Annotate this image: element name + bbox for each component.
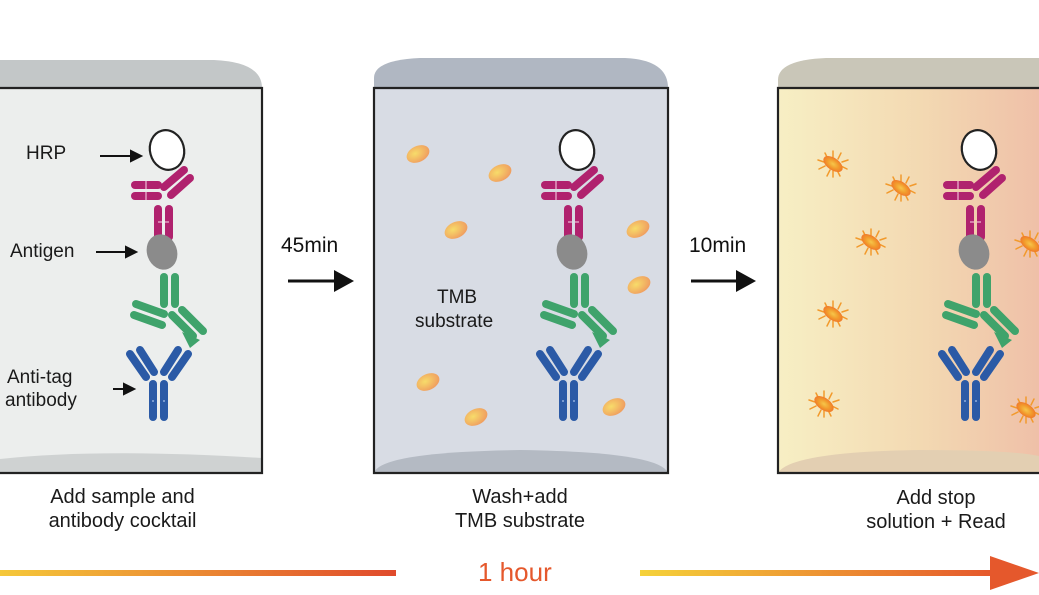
panel-3-caption-line1: Add stop (896, 487, 976, 509)
tmb-label-line1: TMB (437, 287, 478, 308)
panel-3-caption-line2: solution + Read (866, 511, 1006, 533)
step-arrow-1 (288, 270, 354, 292)
well-1-lid (0, 60, 262, 88)
anti-tag-label-line1: Anti-tag (7, 367, 73, 388)
anti-tag-label-line2: antibody (5, 390, 77, 411)
step-arrow-2 (691, 270, 756, 292)
panel-3-caption: Add stop solution + Read (836, 486, 1036, 534)
panel-2-caption: Wash+add TMB substrate (420, 485, 620, 533)
timeline-bar-left (0, 570, 396, 576)
well-2-lid (374, 58, 668, 88)
label-arrows (96, 149, 144, 396)
well-3-lid (778, 58, 1039, 88)
antigen-label: Antigen (10, 241, 75, 262)
well-3-body (778, 88, 1039, 473)
hrp-label: HRP (26, 143, 67, 164)
total-time-label: 1 hour (478, 557, 552, 587)
step-1-duration: 45min (281, 234, 339, 257)
timeline (0, 556, 1039, 590)
tmb-label-line2: substrate (415, 311, 494, 332)
well-panel-2 (372, 58, 670, 475)
panel-2-caption-line1: Wash+add (472, 486, 568, 508)
well-panel-3 (776, 58, 1039, 475)
panel-1-caption-line1: Add sample and (50, 486, 195, 508)
panel-1-caption: Add sample and antibody cocktail (20, 485, 225, 533)
step-2-duration: 10min (689, 234, 747, 257)
panel-1-caption-line2: antibody cocktail (48, 510, 197, 532)
timeline-bar-right (640, 570, 992, 576)
panel-2-caption-line2: TMB substrate (454, 510, 586, 532)
timeline-arrowhead (990, 556, 1039, 590)
well-panel-1 (0, 60, 264, 475)
